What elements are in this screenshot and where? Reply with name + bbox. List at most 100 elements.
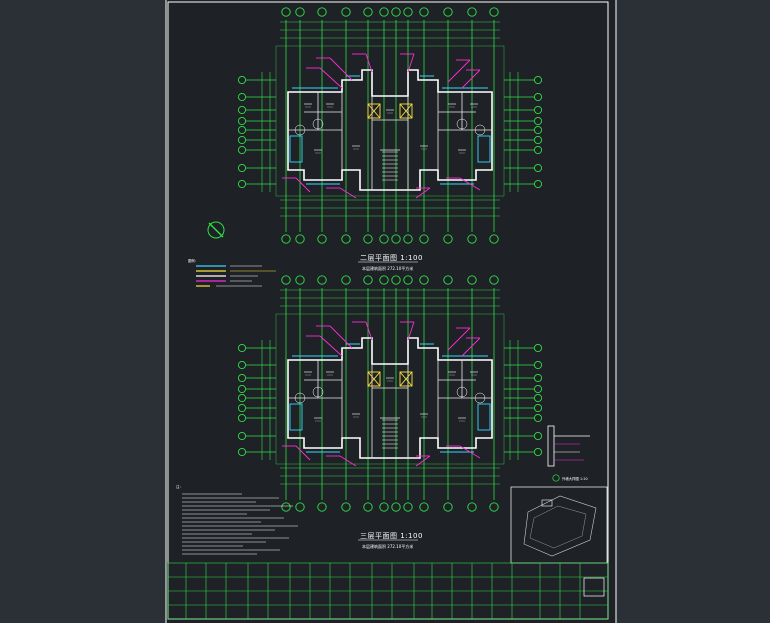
annotation-leader	[319, 335, 343, 357]
axis-bubble-top	[419, 275, 429, 285]
plan-subtitle-upper: 本层建筑面积 272.10平方米	[362, 265, 413, 271]
axis-bubble-top	[489, 275, 499, 285]
axis-bubble-bottom	[443, 502, 453, 512]
wall-detail: 外墙大样图 1:20	[547, 425, 590, 482]
axis-bubble-left	[237, 413, 247, 423]
axis-bubble-top	[281, 7, 291, 17]
axis-bubble-top	[443, 275, 453, 285]
axis-bubble-right	[533, 373, 543, 383]
axis-bubble-left	[237, 75, 247, 85]
annotation-leader	[295, 445, 311, 461]
annotation-leader	[339, 455, 357, 467]
annotation-leader	[407, 321, 415, 341]
annotation-leader	[459, 177, 481, 191]
axis-bubble-bottom	[379, 502, 389, 512]
axis-bubble-right	[533, 360, 543, 370]
door-swing	[474, 124, 486, 136]
north-arrow-icon	[207, 221, 225, 239]
axis-bubble-top	[403, 275, 413, 285]
elevator-cross	[367, 371, 381, 387]
axis-bubble-bottom	[295, 234, 305, 244]
axis-bubble-bottom	[403, 234, 413, 244]
door-swing	[474, 392, 486, 404]
axis-bubble-left	[237, 431, 247, 441]
legend: 图例：	[188, 258, 276, 287]
axis-bubble-right	[533, 75, 543, 85]
axis-bubble-bottom	[363, 502, 373, 512]
axis-bubble-top	[341, 275, 351, 285]
axis-bubble-right	[533, 145, 543, 155]
axis-bubble-top	[443, 7, 453, 17]
axis-bubble-bottom	[489, 502, 499, 512]
axis-bubble-top	[391, 275, 401, 285]
axis-bubble-top	[295, 7, 305, 17]
title-block-stamp	[583, 577, 605, 597]
axis-bubble-left	[237, 105, 247, 115]
annotation-leader	[415, 455, 431, 467]
axis-bubble-bottom	[403, 502, 413, 512]
axis-bubble-bottom	[419, 502, 429, 512]
elevator-shaft	[399, 103, 413, 119]
plan-subtitle-lower: 本层建筑面积 272.10平方米	[362, 543, 413, 549]
axis-bubble-top	[363, 275, 373, 285]
axis-bubble-right	[533, 125, 543, 135]
elevator-cross	[399, 371, 413, 387]
axis-bubble-top	[467, 7, 477, 17]
axis-bubble-right	[533, 431, 543, 441]
axis-bubble-bottom	[391, 234, 401, 244]
axis-bubble-bottom	[379, 234, 389, 244]
legend-label: 图例：	[188, 258, 198, 263]
axis-bubble-bottom	[341, 234, 351, 244]
axis-bubble-top	[281, 275, 291, 285]
axis-bubble-bottom	[341, 502, 351, 512]
axis-bubble-left	[237, 384, 247, 394]
axis-bubble-top	[391, 7, 401, 17]
axis-bubble-right	[533, 179, 543, 189]
annotation-leader	[339, 187, 357, 199]
axis-bubble-right	[533, 116, 543, 126]
annotation-leader	[329, 325, 353, 349]
axis-bubble-right	[533, 343, 543, 353]
axis-bubble-bottom	[281, 502, 291, 512]
balcony-outline	[477, 403, 491, 431]
axis-bubble-top	[341, 7, 351, 17]
annotation-leader	[447, 59, 471, 83]
axis-bubble-left	[237, 393, 247, 403]
floor-plan-lower[interactable]	[237, 275, 543, 512]
axis-bubble-left	[237, 125, 247, 135]
axis-bubble-right	[533, 92, 543, 102]
axis-bubble-top	[419, 7, 429, 17]
door-swing	[312, 386, 324, 398]
annotation-leader	[295, 177, 311, 193]
axis-bubble-left	[237, 163, 247, 173]
annotation-leader	[415, 187, 431, 199]
elevator-shaft	[367, 371, 381, 387]
door-swing	[456, 118, 468, 130]
annotation-leader	[461, 337, 481, 357]
axis-bubble-left	[237, 116, 247, 126]
axis-bubble-bottom	[317, 502, 327, 512]
axis-bubble-left	[237, 373, 247, 383]
axis-bubble-top	[363, 7, 373, 17]
plan-title-upper: 二层平面图 1:100	[360, 254, 423, 262]
axis-bubble-left	[237, 403, 247, 413]
axis-bubble-right	[533, 403, 543, 413]
axis-bubble-bottom	[363, 234, 373, 244]
annotation-leader	[459, 445, 481, 459]
detail-bubble-icon	[552, 474, 560, 482]
annotation-leader	[365, 321, 373, 341]
axis-bubble-bottom	[419, 234, 429, 244]
plan-bounding-box	[275, 45, 505, 197]
axis-bubble-right	[533, 384, 543, 394]
door-swing	[294, 124, 306, 136]
axis-bubble-right	[533, 413, 543, 423]
annotation-leader	[319, 67, 343, 89]
axis-bubble-bottom	[467, 234, 477, 244]
annotation-leader	[407, 53, 415, 73]
floor-plan-upper[interactable]	[237, 7, 543, 244]
annotation-leader	[329, 57, 353, 81]
elevator-shaft	[399, 371, 413, 387]
axis-bubble-top	[379, 7, 389, 17]
annotation-leader	[365, 53, 373, 73]
